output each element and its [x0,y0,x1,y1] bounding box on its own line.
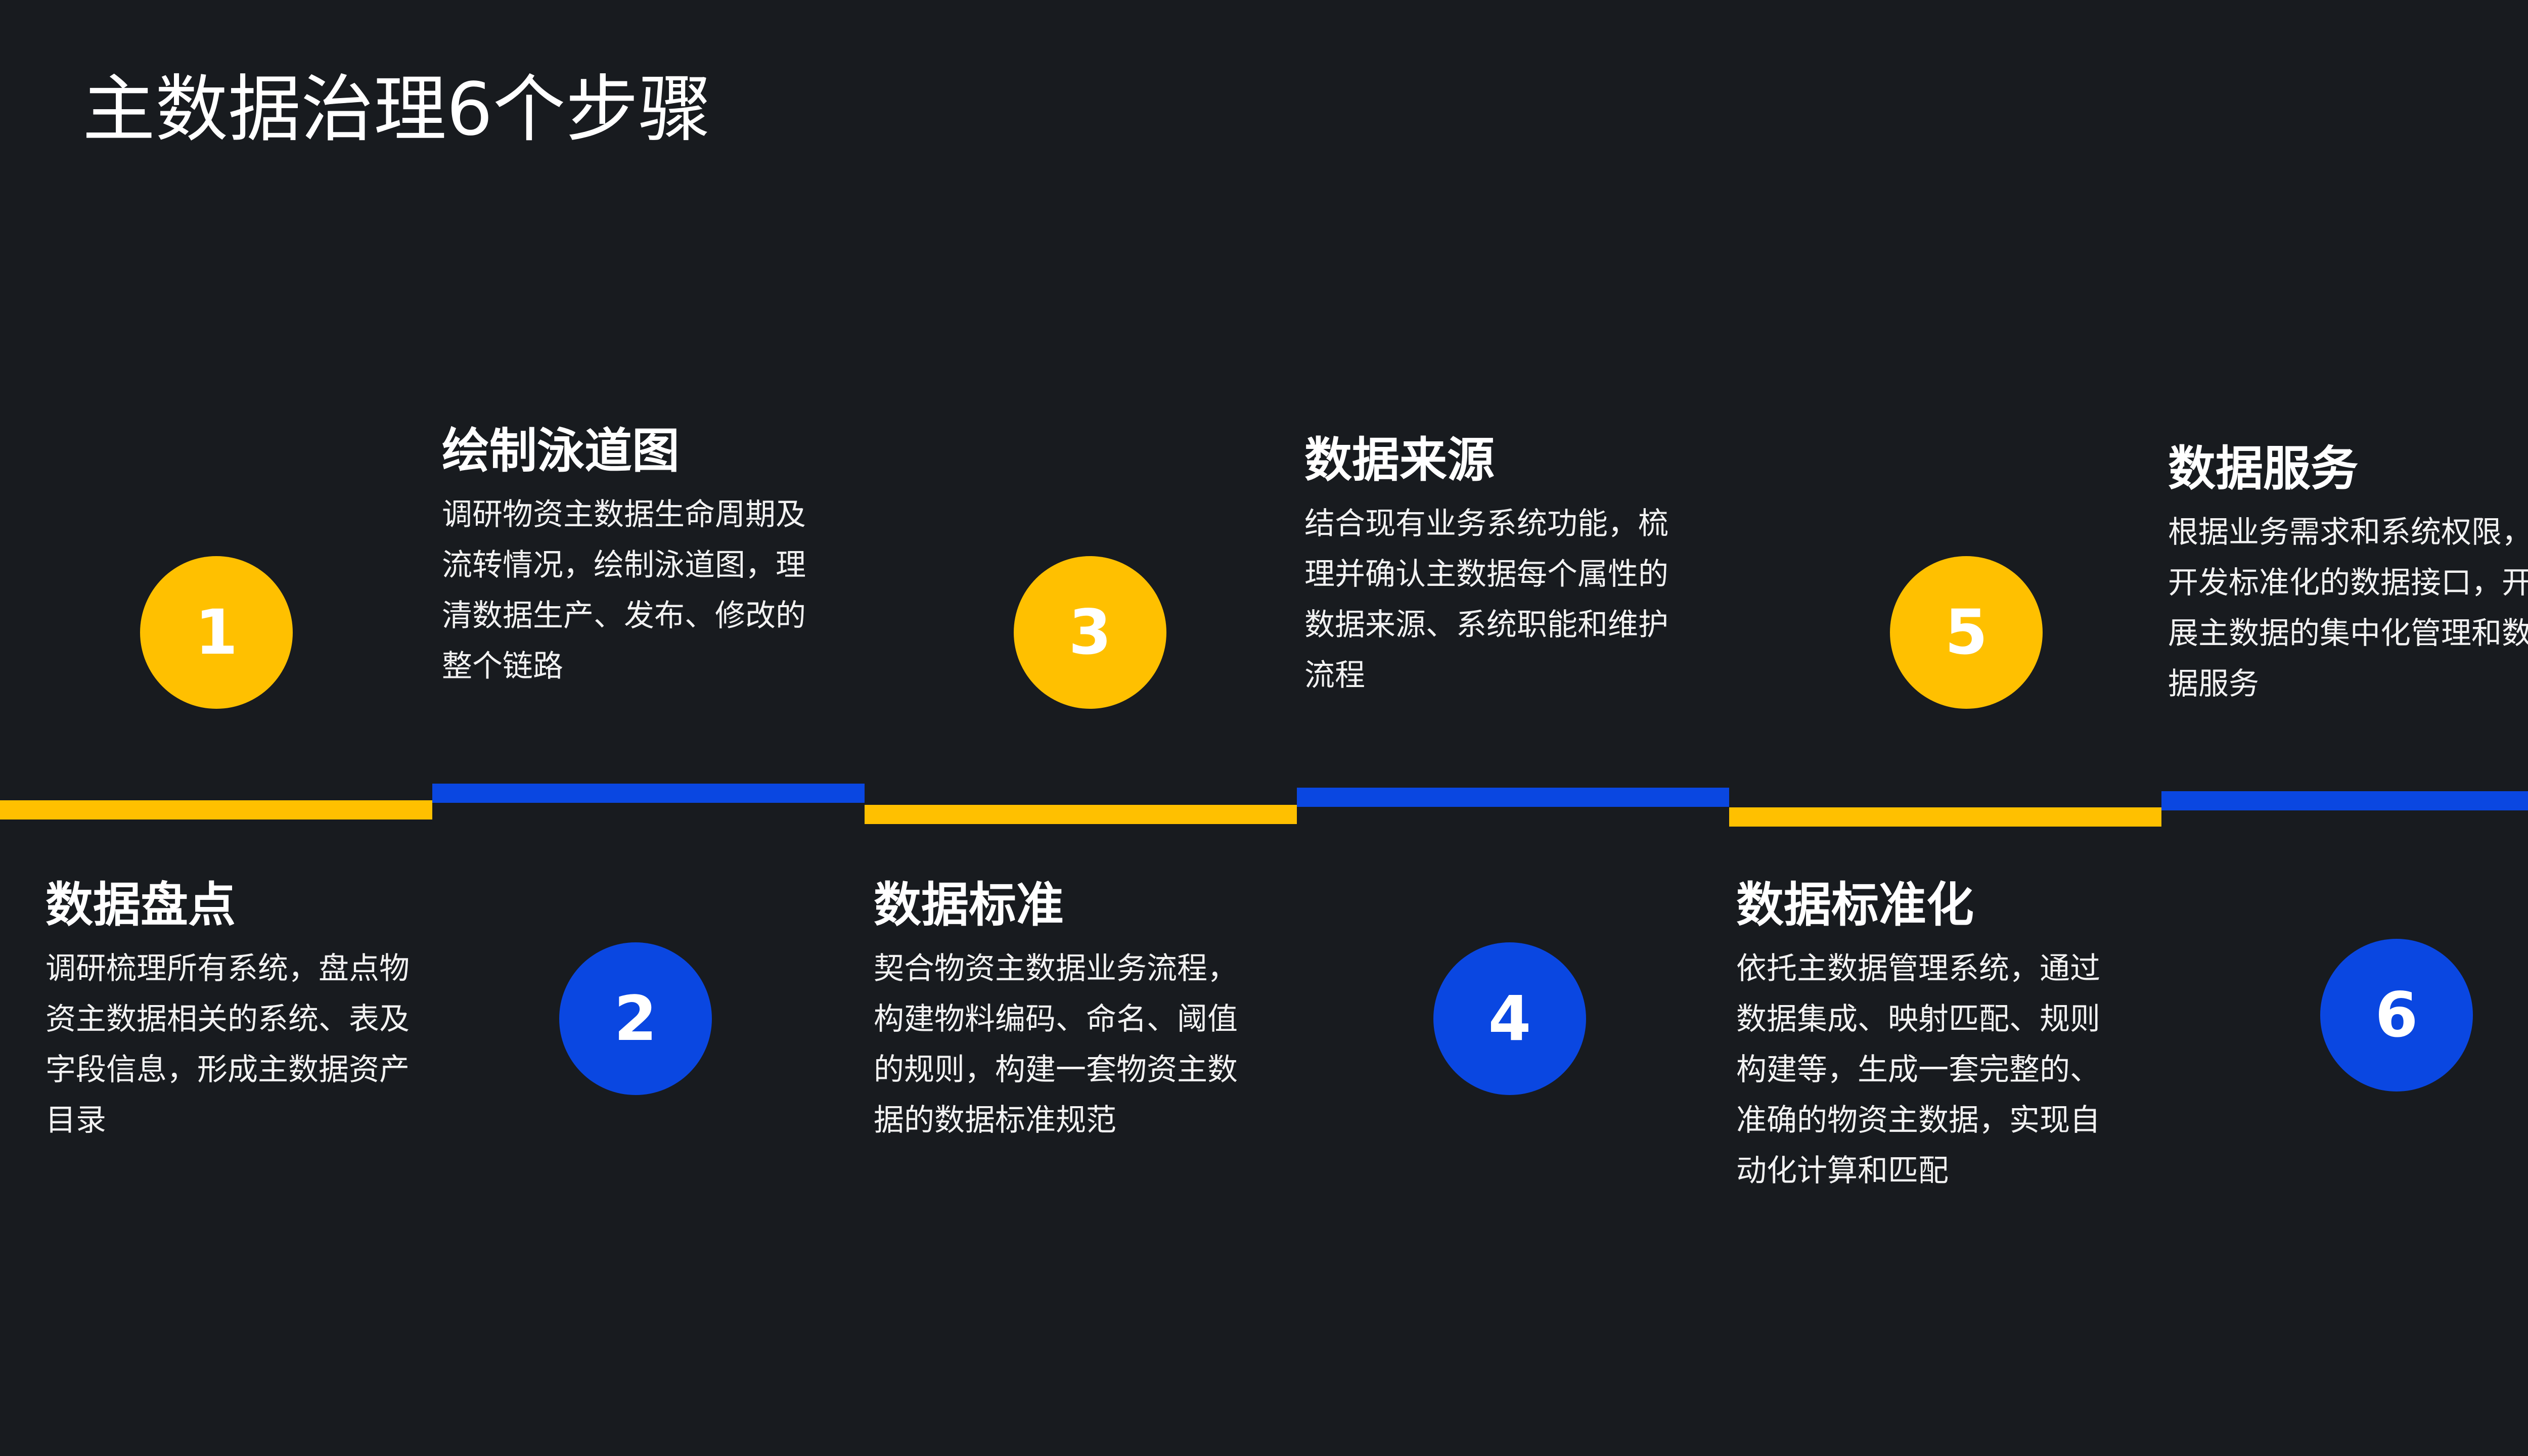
step-3-line: 构建物料编码、命名、阈值 [874,1001,1238,1037]
step-5-line: 数据集成、映射匹配、规则 [1736,1001,2100,1037]
step-4-line: 流程 [1304,657,1365,693]
step-5-line: 依托主数据管理系统，通过 [1736,950,2100,986]
step-4-line: 结合现有业务系统功能，梳 [1304,506,1668,541]
step-6-number: 6 [2320,939,2473,1091]
step-3-line: 据的数据标准规范 [874,1102,1116,1138]
step-1-line: 资主数据相关的系统、表及 [46,1001,410,1037]
timeline-segment-2 [432,784,865,803]
step-6-line: 展主数据的集中化管理和数 [2168,615,2528,651]
step-4-heading: 数据来源 [1304,433,1495,488]
step-2-text: 绘制泳道图 调研物资主数据生命周期及 流转情况，绘制泳道图，理 清数据生产、发布… [442,423,836,692]
step-1-heading: 数据盘点 [46,878,236,933]
step-3-line: 契合物资主数据业务流程， [874,950,1238,986]
step-3-line: 的规则，构建一套物资主数 [874,1052,1238,1087]
step-3-text: 数据标准 契合物资主数据业务流程， 构建物料编码、命名、阈值 的规则，构建一套物… [874,877,1268,1146]
step-2-line: 调研物资主数据生命周期及 [442,496,806,532]
step-3-heading: 数据标准 [874,878,1064,933]
step-4-description: 结合现有业务系统功能，梳 理并确认主数据每个属性的 数据来源、系统职能和维护 流… [1304,498,1699,701]
step-1-number: 1 [140,556,293,709]
timeline-segment-4 [1297,788,1729,807]
step-3-description: 契合物资主数据业务流程， 构建物料编码、命名、阈值 的规则，构建一套物资主数 据… [874,943,1268,1146]
step-6-line: 根据业务需求和系统权限， [2168,514,2528,550]
step-2-line: 流转情况，绘制泳道图，理 [442,547,806,583]
step-4-line: 数据来源、系统职能和维护 [1304,607,1668,643]
step-1-line: 调研梳理所有系统，盘点物 [46,950,410,986]
step-5-line: 动化计算和匹配 [1736,1153,1949,1189]
step-6-text: 数据服务 根据业务需求和系统权限， 开发标准化的数据接口，开 展主数据的集中化管… [2168,441,2528,709]
step-4-line: 理并确认主数据每个属性的 [1304,556,1668,592]
step-2-heading: 绘制泳道图 [442,424,680,479]
step-1-text: 数据盘点 调研梳理所有系统，盘点物 资主数据相关的系统、表及 字段信息，形成主数… [46,877,440,1146]
step-5-text: 数据标准化 依托主数据管理系统，通过 数据集成、映射匹配、规则 构建等，生成一套… [1736,877,2131,1196]
step-2-number: 2 [559,942,712,1095]
timeline-segment-1 [0,800,432,820]
page-title: 主数据治理6个步骤 [82,67,711,152]
step-5-number: 5 [1890,556,2043,709]
timeline-segment-3 [865,805,1297,824]
step-2-line: 整个链路 [442,648,563,684]
step-6-line: 开发标准化的数据接口，开 [2168,565,2528,601]
step-5-line: 准确的物资主数据，实现自 [1736,1102,2100,1138]
step-1-description: 调研梳理所有系统，盘点物 资主数据相关的系统、表及 字段信息，形成主数据资产 目… [46,943,440,1146]
step-6-line: 据服务 [2168,666,2259,702]
step-3-number: 3 [1014,556,1166,709]
step-5-line: 构建等，生成一套完整的、 [1736,1052,2100,1087]
step-1-line: 字段信息，形成主数据资产 [46,1052,410,1087]
step-4-text: 数据来源 结合现有业务系统功能，梳 理并确认主数据每个属性的 数据来源、系统职能… [1304,432,1699,701]
timeline-segment-5 [1729,807,2161,827]
step-5-description: 依托主数据管理系统，通过 数据集成、映射匹配、规则 构建等，生成一套完整的、 准… [1736,943,2131,1196]
step-5-heading: 数据标准化 [1736,878,1974,933]
step-6-description: 根据业务需求和系统权限， 开发标准化的数据接口，开 展主数据的集中化管理和数 据… [2168,507,2528,709]
step-2-line: 清数据生产、发布、修改的 [442,598,806,633]
timeline-segment-6 [2161,791,2528,810]
step-4-number: 4 [1433,942,1586,1095]
step-1-line: 目录 [46,1102,106,1138]
step-6-heading: 数据服务 [2168,441,2359,496]
step-2-description: 调研物资主数据生命周期及 流转情况，绘制泳道图，理 清数据生产、发布、修改的 整… [442,489,836,692]
